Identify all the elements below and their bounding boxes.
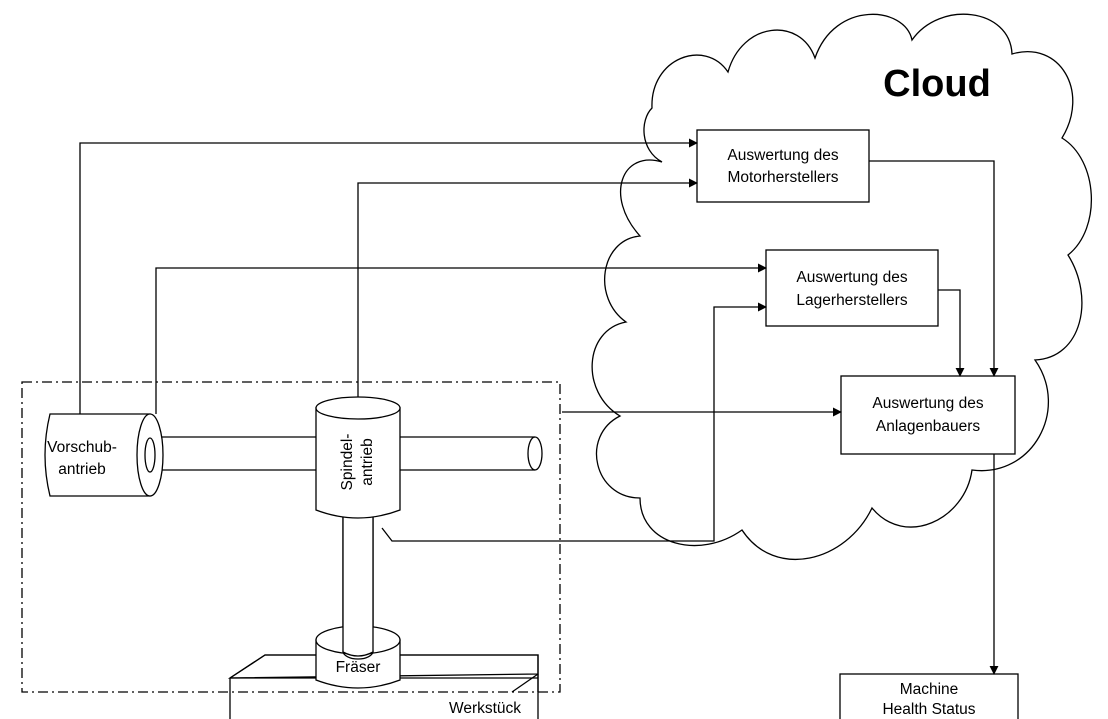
werkstueck-label: Werkstück [449,700,521,717]
node-anlagen-line2: Anlagenbauers [876,418,981,435]
spindel-label-1: Spindel- [339,434,356,491]
arrow-spindel-motor [357,178,698,397]
node-lager: Auswertung des Lagerherstellers [765,249,939,327]
vorschub-antrieb: Vorschub- antrieb [44,413,164,497]
arrow-motor-anlagen [869,160,999,377]
vorschub-label-2: antrieb [58,461,105,478]
node-motor-line2: Motorherstellers [727,169,838,186]
node-health: Machine Health Status [839,673,1019,719]
node-health-line2: Health Status [882,701,975,718]
machine-boundary [21,381,561,693]
node-anlagen: Auswertung des Anlagenbauers [840,375,1016,455]
arrow-vorschub-motor [79,138,698,414]
arrow-vorschub-lager [155,263,767,414]
node-anlagen-line1: Auswertung des [872,395,983,412]
node-lager-line2: Lagerherstellers [796,292,907,309]
cloud-title: Cloud [883,63,991,105]
fraeser-label: Fräser [336,659,381,676]
fraeser: Fräser [315,512,401,689]
cloud-shape [591,13,1093,560]
arrow-lager-anlagen [938,289,965,377]
spindel-label-2: antrieb [359,438,376,485]
node-lager-line1: Auswertung des [796,269,907,286]
node-motor-line1: Auswertung des [727,147,838,164]
node-health-line1: Machine [900,681,959,698]
vorschub-label-1: Vorschub- [47,439,117,456]
spindel-antrieb: Spindel- antrieb [315,396,401,519]
node-motor: Auswertung des Motorherstellers [696,129,870,203]
arrow-spindel-lager [381,302,767,542]
